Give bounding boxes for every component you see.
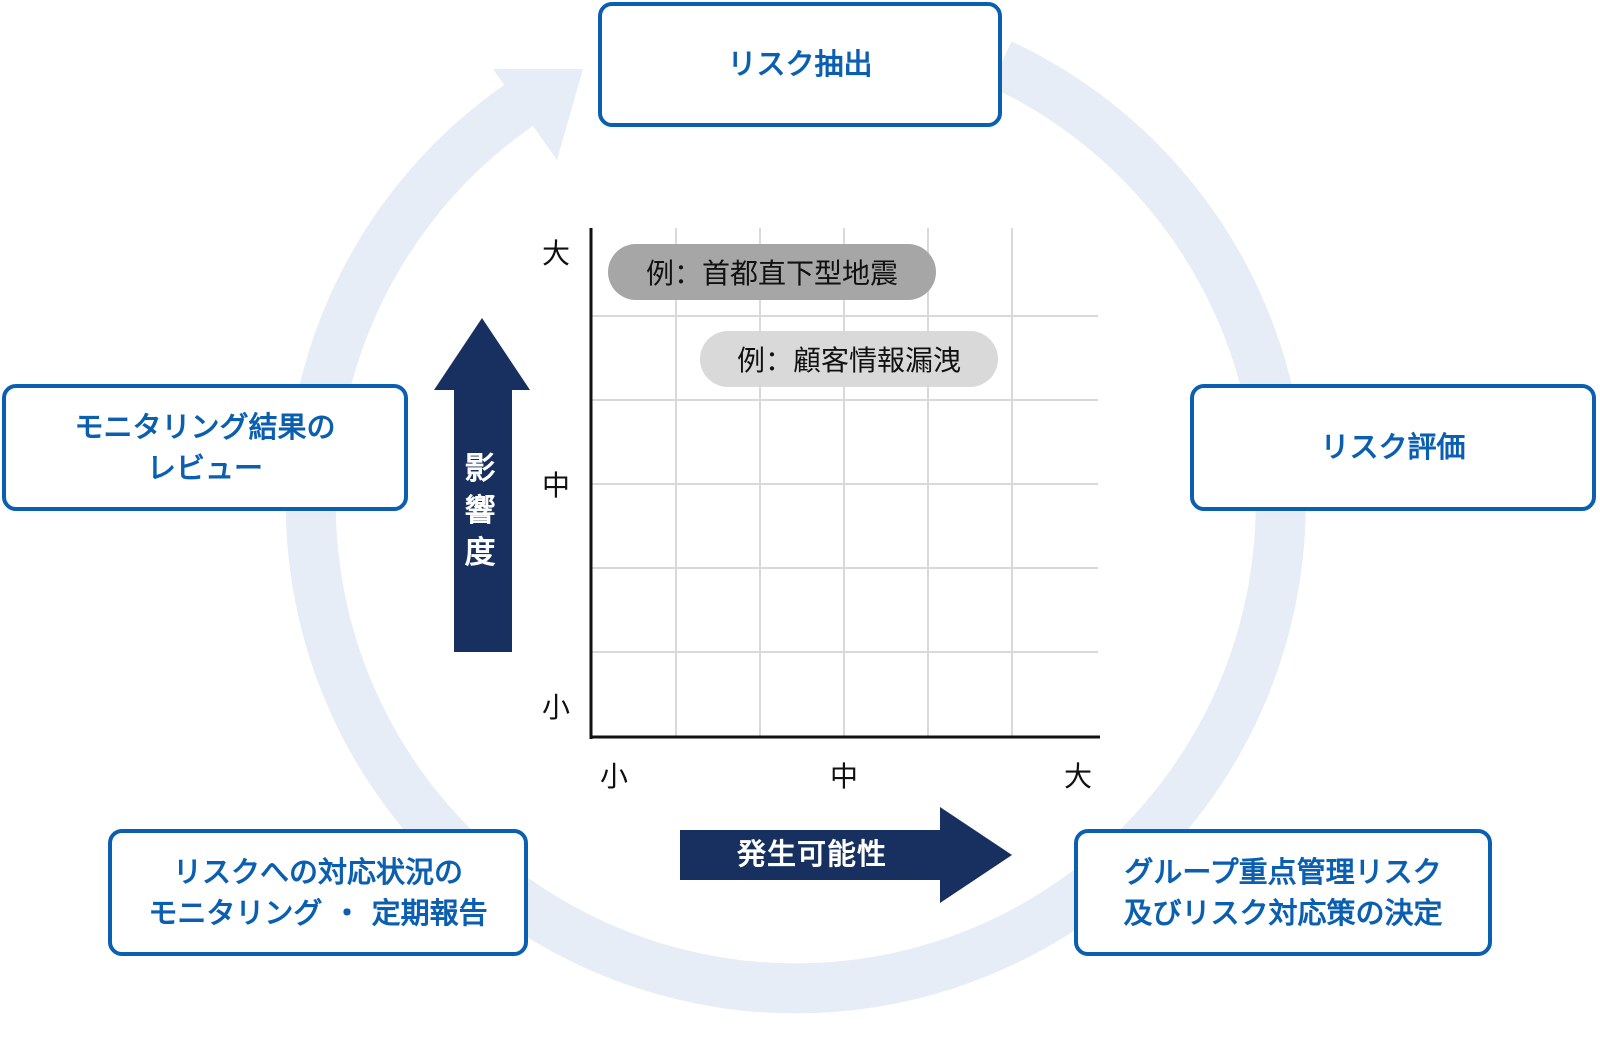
impact-label-char-2: 響 [464, 493, 496, 529]
x-tick-high: 大 [1064, 760, 1093, 793]
cycle-arrowhead [493, 69, 583, 160]
step-monitoring-review: モニタリング結果の レビュー [2, 384, 408, 511]
y-tick-low: 小 [542, 691, 571, 724]
example-earthquake-pill: 例：首都直下型地震 [608, 244, 936, 300]
step-monitoring-review-line-2: レビュー [146, 450, 263, 485]
impact-label-char-3: 度 [464, 535, 496, 571]
step-priority-risk-decision: グループ重点管理リスク 及びリスク対応策の決定 [1074, 829, 1492, 956]
step-risk-evaluation-line-1: リスク評価 [1320, 430, 1466, 464]
likelihood-axis-label: 発生可能性 [736, 837, 887, 871]
step-response-monitoring-line-1: リスクへの対応状況の [172, 854, 463, 889]
x-tick-mid: 中 [830, 760, 859, 793]
example-data-leak-pill: 例：顧客情報漏洩 [700, 331, 998, 387]
step-risk-evaluation: リスク評価 [1190, 384, 1596, 511]
step-response-monitoring: リスクへの対応状況の モニタリング ・ 定期報告 [108, 829, 528, 956]
step-priority-risk-decision-line-2: 及びリスク対応策の決定 [1123, 895, 1443, 930]
step-priority-risk-decision-line-1: グループ重点管理リスク [1124, 854, 1442, 889]
y-tick-high: 大 [542, 237, 571, 270]
impact-arrow-shape [434, 318, 530, 652]
impact-axis-label: 影 響 度 [452, 448, 508, 574]
impact-label-char-1: 影 [464, 451, 496, 487]
step-monitoring-review-line-1: モニタリング結果の [74, 409, 336, 444]
risk-matrix [589, 228, 1100, 739]
matrix-grid [592, 228, 1098, 737]
step-response-monitoring-line-2: モニタリング ・ 定期報告 [148, 895, 488, 930]
y-tick-mid: 中 [542, 469, 571, 502]
step-risk-extraction-line-1: リスク抽出 [727, 47, 873, 81]
impact-arrow [434, 318, 530, 652]
likelihood-arrow [680, 807, 1012, 903]
step-risk-extraction: リスク抽出 [598, 2, 1002, 127]
x-tick-low: 小 [600, 760, 629, 793]
likelihood-arrow-shape [680, 807, 1012, 903]
